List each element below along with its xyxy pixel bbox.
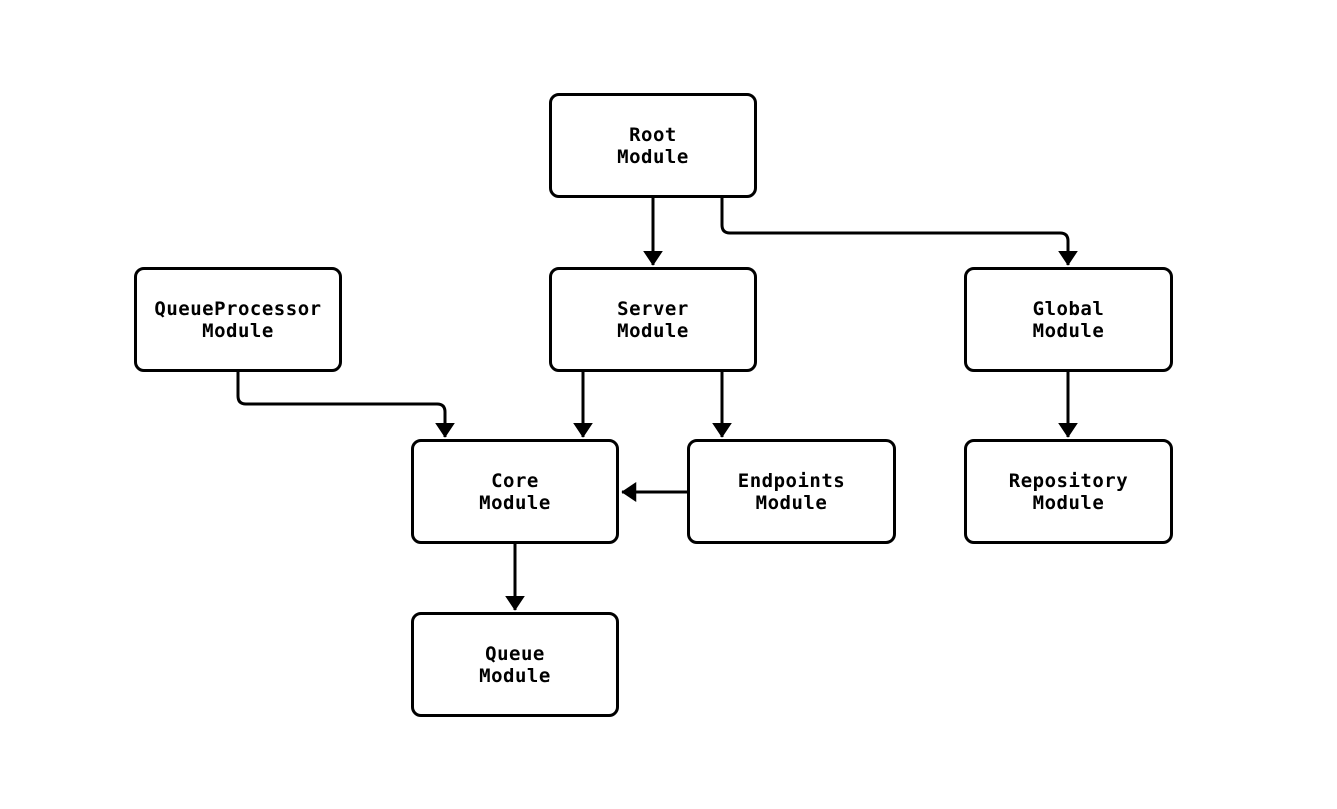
node-repository-module: Repository Module xyxy=(964,439,1173,544)
node-global-module: Global Module xyxy=(964,267,1173,372)
node-label: Global Module xyxy=(1032,297,1105,342)
node-root-module: Root Module xyxy=(549,93,757,198)
node-server-module: Server Module xyxy=(549,267,757,372)
node-label: Endpoints Module xyxy=(737,469,846,514)
node-label: Repository Module xyxy=(1008,469,1129,514)
edge-root-to-global xyxy=(720,197,1078,266)
node-core-module: Core Module xyxy=(411,439,619,544)
edge-queue-processor-to-core xyxy=(236,371,455,438)
node-queue-module: Queue Module xyxy=(411,612,619,717)
node-label: Root Module xyxy=(617,123,689,168)
node-endpoints-module: Endpoints Module xyxy=(687,439,896,544)
node-label: Queue Module xyxy=(479,642,551,687)
node-label: Core Module xyxy=(479,469,551,514)
node-queue-processor-module: QueueProcessor Module xyxy=(134,267,342,372)
node-label: Server Module xyxy=(617,297,689,342)
node-label: QueueProcessor Module xyxy=(154,297,322,342)
edges-group xyxy=(236,197,1078,611)
